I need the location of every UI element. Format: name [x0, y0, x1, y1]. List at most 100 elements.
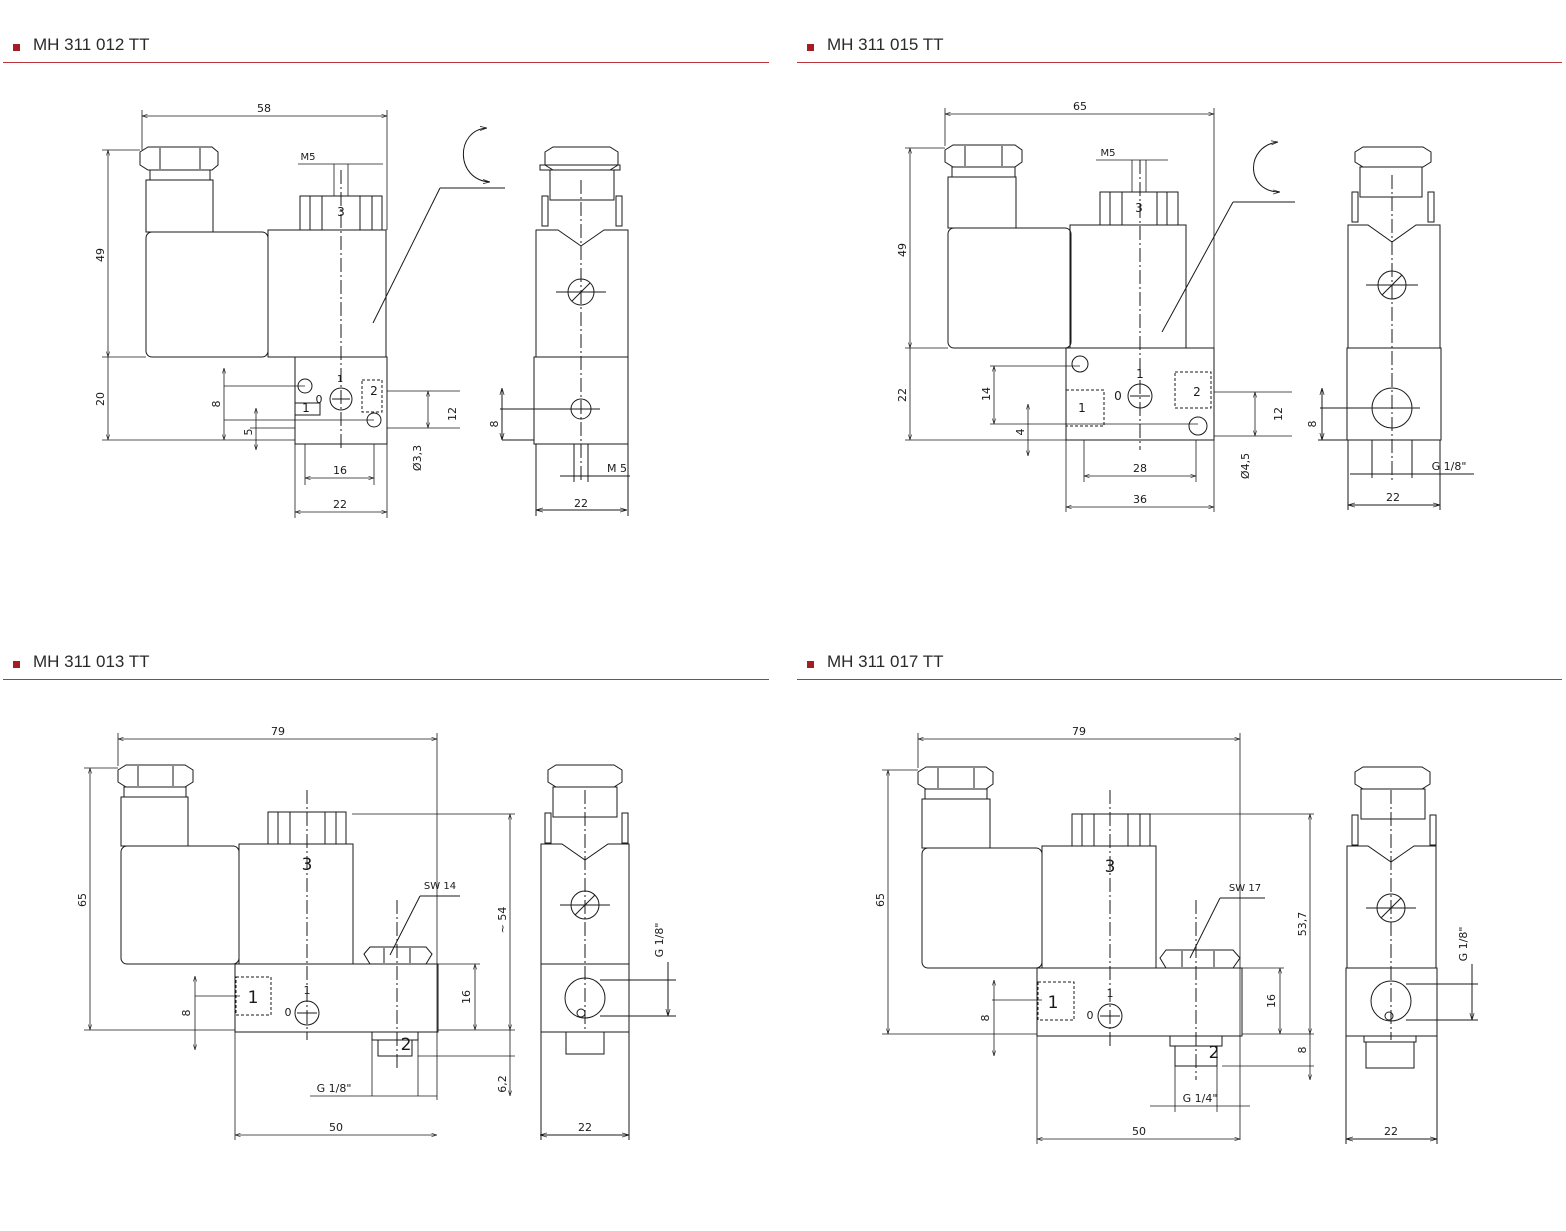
port-label-1b: 1 — [248, 988, 259, 1008]
divider — [797, 679, 1562, 680]
dim-wrench: SW 17 — [1229, 883, 1261, 894]
port-label-2: 2 — [1193, 385, 1201, 399]
port-label-2: 2 — [1209, 1043, 1220, 1063]
labels-mh311017: 79 65 53,7 8 16 SW 17 8 G 1/4" 50 G 1/8"… — [874, 725, 1470, 1138]
dim-thread-side: G 1/8" — [1432, 460, 1467, 473]
dim-height: 65 — [874, 893, 887, 907]
labels-mh311012: 58 49 20 M5 8 5 12 16 Ø3,3 22 8 M 5 22 3… — [94, 102, 627, 511]
dim-height-valve: ~ 54 — [496, 907, 509, 934]
bullet-icon — [807, 661, 814, 668]
dim-port: 12 — [446, 407, 459, 421]
dim-thread-length: 6,2 — [496, 1075, 509, 1093]
bullet-icon — [13, 44, 20, 51]
dim-base-width: 50 — [329, 1121, 343, 1134]
dim-port: 14 — [980, 387, 993, 401]
dim-hole: Ø4,5 — [1239, 453, 1252, 479]
dim-base-width: 50 — [1132, 1125, 1146, 1138]
panel-header-2: MH 311 015 TT — [797, 35, 1562, 66]
dim-thread-length: 8 — [1296, 1047, 1309, 1054]
dim-height-base: 22 — [896, 388, 909, 402]
dim-thread: G 1/4" — [1183, 1092, 1218, 1105]
port-label-1b: 1 — [1078, 401, 1086, 415]
dim-base-width: 22 — [333, 498, 347, 511]
dim-thread: M5 — [1101, 148, 1116, 159]
dim-height-base: 20 — [94, 392, 107, 406]
dim-thread-side: M 5 — [607, 462, 627, 475]
front-view — [139, 128, 505, 450]
dim-height: 65 — [76, 893, 89, 907]
dim-port: 5 — [242, 429, 255, 436]
dim-hole: Ø3,3 — [411, 445, 424, 471]
dim-base-width: 36 — [1133, 493, 1147, 506]
drawing-mh311015 — [905, 108, 1474, 512]
dim-height-valve: 53,7 — [1296, 912, 1309, 937]
divider — [797, 62, 1562, 63]
bullet-icon — [13, 661, 20, 668]
dim-wrench: SW 14 — [424, 881, 456, 892]
dim-side-width: 22 — [1386, 491, 1400, 504]
side-view — [500, 146, 630, 516]
port-label-1: 1 — [1136, 367, 1144, 381]
panel-header-1: MH 311 012 TT — [3, 35, 769, 66]
dim-side-width: 22 — [1384, 1125, 1398, 1138]
port-label-0: 0 — [1087, 1009, 1094, 1022]
dim-height: 49 — [94, 248, 107, 262]
dim-side: 8 — [1306, 421, 1319, 428]
dimension-lines — [102, 110, 460, 518]
port-label-3: 3 — [1135, 201, 1143, 215]
bullet-icon — [807, 44, 814, 51]
drawing-mh311017 — [882, 733, 1478, 1144]
front-view — [117, 764, 460, 1070]
dim-spacing: 16 — [333, 464, 347, 477]
panel-title: MH 311 015 TT — [827, 35, 944, 54]
port-label-3: 3 — [1105, 857, 1116, 877]
dim-spacing: 28 — [1133, 462, 1147, 475]
panel-title: MH 311 017 TT — [827, 652, 944, 671]
port-label-1: 1 — [1107, 987, 1114, 1000]
labels-mh311013: 79 65 ~ 54 8 16 SW 14 6,2 G 1/8" 50 G 1/… — [76, 725, 666, 1134]
front-view — [917, 766, 1265, 1080]
dim-thread-side: G 1/8" — [653, 923, 666, 958]
port-label-1: 1 — [304, 984, 311, 997]
dim-width: 79 — [271, 725, 285, 738]
dim-thread: M5 — [301, 152, 316, 163]
side-view — [1318, 146, 1474, 510]
front-view — [944, 142, 1295, 450]
panel-header-4: MH 311 017 TT — [797, 652, 1562, 683]
dim-height: 49 — [896, 243, 909, 257]
drawing-mh311012 — [102, 110, 630, 518]
port-label-2: 2 — [370, 384, 378, 398]
dim-port: 12 — [1272, 407, 1285, 421]
dim-port: 8 — [979, 1015, 992, 1022]
dim-thread-side: G 1/8" — [1457, 927, 1470, 962]
side-view — [1345, 766, 1478, 1144]
port-label-1b: 1 — [302, 401, 310, 415]
dim-width: 79 — [1072, 725, 1086, 738]
drawing-mh311013 — [84, 733, 676, 1140]
side-view — [540, 764, 676, 1140]
port-label-0: 0 — [285, 1006, 292, 1019]
dim-width: 65 — [1073, 100, 1087, 113]
dim-width: 58 — [257, 102, 271, 115]
port-label-3: 3 — [337, 205, 345, 219]
dimension-lines — [882, 733, 1314, 1144]
port-label-2: 2 — [401, 1035, 412, 1055]
labels-mh311015: 65 49 22 M5 14 4 12 28 Ø4,5 36 8 G 1/8" … — [896, 100, 1466, 506]
divider — [3, 679, 769, 680]
port-label-1b: 1 — [1048, 993, 1059, 1013]
dim-base-height: 16 — [460, 990, 473, 1004]
panel-title: MH 311 012 TT — [33, 35, 150, 54]
dim-port: 8 — [210, 401, 223, 408]
port-label-1: 1 — [337, 374, 343, 385]
dim-thread: G 1/8" — [317, 1082, 352, 1095]
dimension-lines — [84, 733, 515, 1140]
dimension-lines — [905, 108, 1292, 512]
dim-port: 8 — [180, 1010, 193, 1017]
panel-header-3: MH 311 013 TT — [3, 652, 769, 683]
panel-title: MH 311 013 TT — [33, 652, 150, 671]
port-label-0: 0 — [316, 393, 323, 406]
dim-port: 4 — [1014, 429, 1027, 436]
dim-side-width: 22 — [574, 497, 588, 510]
dim-side-width: 22 — [578, 1121, 592, 1134]
